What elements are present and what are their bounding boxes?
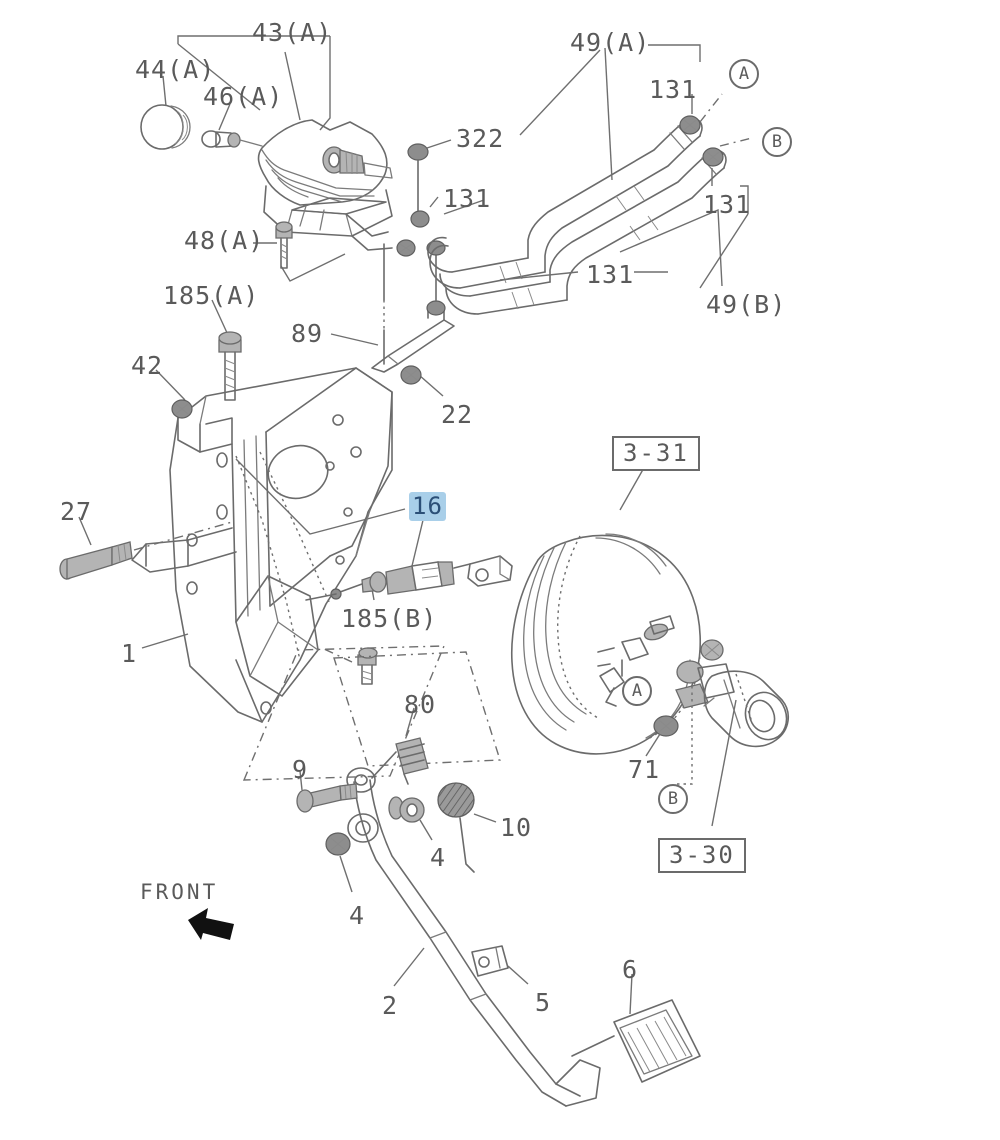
- callout-49b: 49(B): [706, 290, 787, 319]
- callout-1: 1: [121, 639, 138, 668]
- reference-box-3-30[interactable]: 3-30: [658, 838, 746, 873]
- callout-4-lower: 4: [349, 901, 366, 930]
- match-marker-a-top: A: [729, 59, 759, 89]
- callout-131-d: 131: [586, 260, 635, 289]
- callout-185a: 185(A): [163, 281, 260, 310]
- callout-9: 9: [292, 755, 309, 784]
- callout-185b: 185(B): [341, 604, 438, 633]
- callout-5: 5: [535, 988, 552, 1017]
- match-marker-a-bottom: A: [622, 676, 652, 706]
- callout-48a: 48(A): [184, 226, 265, 255]
- callout-80: 80: [404, 690, 437, 719]
- callout-10: 10: [500, 813, 533, 842]
- callout-131-b: 131: [649, 75, 698, 104]
- callout-27: 27: [60, 497, 93, 526]
- front-orientation-label: FRONT: [140, 880, 219, 904]
- match-marker-b-bottom: B: [658, 784, 688, 814]
- callout-71: 71: [628, 755, 661, 784]
- callout-49a: 49(A): [570, 28, 651, 57]
- callout-43a: 43(A): [252, 18, 333, 47]
- callout-6: 6: [622, 955, 639, 984]
- callout-89: 89: [291, 319, 324, 348]
- callout-131-a: 131: [443, 184, 492, 213]
- callout-322: 322: [456, 124, 505, 153]
- highlighted-part-number-16[interactable]: 16: [409, 492, 446, 521]
- callout-131-c: 131: [703, 190, 752, 219]
- match-marker-b-top: B: [762, 127, 792, 157]
- front-arrow-icon: [188, 908, 234, 940]
- callout-4-upper: 4: [430, 843, 447, 872]
- callout-42: 42: [131, 351, 164, 380]
- callout-44a: 44(A): [135, 55, 216, 84]
- callout-2: 2: [382, 991, 399, 1020]
- callout-46a: 46(A): [203, 82, 284, 111]
- reference-box-3-31[interactable]: 3-31: [612, 436, 700, 471]
- callout-22: 22: [441, 400, 474, 429]
